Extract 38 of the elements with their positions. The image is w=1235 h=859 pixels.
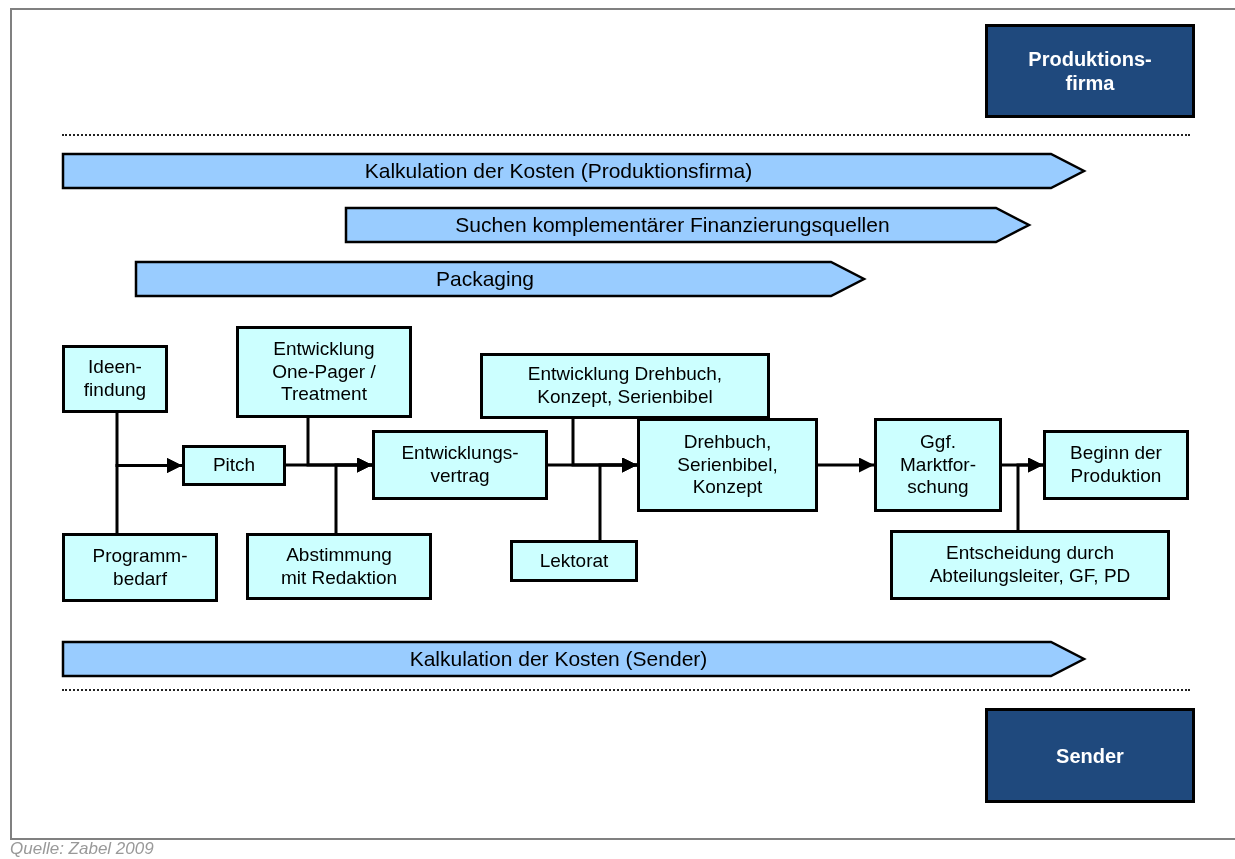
node-label: Packaging — [435, 267, 535, 291]
node-label: Entwicklung One-Pager / Treatment — [271, 337, 377, 407]
node-label: Kalkulation der Kosten (Produktionsfirma) — [364, 159, 753, 183]
process-box — [510, 540, 638, 582]
process-box — [372, 430, 548, 500]
arrow — [818, 457, 874, 473]
process-box — [246, 533, 432, 600]
node-label: Kalkulation der Kosten (Sender) — [409, 647, 708, 671]
caption: Quelle: Zabel 2009 — [10, 840, 154, 859]
process-box — [182, 445, 286, 486]
node-label: Beginn der Produktion — [1069, 442, 1163, 488]
role-box — [985, 24, 1195, 118]
process-box — [236, 326, 412, 418]
node-label: Entwicklung Drehbuch, Konzept, Serienbibel — [526, 363, 724, 409]
node-label: Suchen komplementärer Finanzierungsquellen — [455, 213, 890, 237]
node-label: Lektorat — [539, 549, 609, 573]
node-label: Sender — [1056, 743, 1124, 768]
node-label: Ideen- findung — [82, 356, 148, 402]
node-label: Entscheidung durch Abteilungsleiter, GF, PD — [928, 542, 1132, 588]
node-label: Drehbuch, Serienbibel, Konzept — [676, 430, 779, 500]
process-box — [890, 530, 1170, 600]
node-label: Ggf. Marktfor- schung — [899, 430, 977, 500]
process-box — [480, 353, 770, 419]
node-label: Produktions- firma — [1027, 47, 1153, 95]
node-label: Programm- bedarf — [91, 544, 189, 591]
arrow — [334, 457, 372, 533]
node-label: Abstimmung mit Redaktion — [279, 543, 399, 590]
arrow — [1016, 457, 1043, 530]
process-box — [62, 345, 168, 413]
process-box — [62, 533, 218, 602]
node-label: Entwicklungs- vertrag — [400, 442, 520, 488]
arrow — [115, 458, 182, 533]
process-box — [1043, 430, 1189, 500]
arrow — [598, 457, 637, 540]
process-box — [637, 418, 818, 512]
role-box — [985, 708, 1195, 803]
process-box — [874, 418, 1002, 512]
node-label: Pitch — [212, 454, 256, 477]
